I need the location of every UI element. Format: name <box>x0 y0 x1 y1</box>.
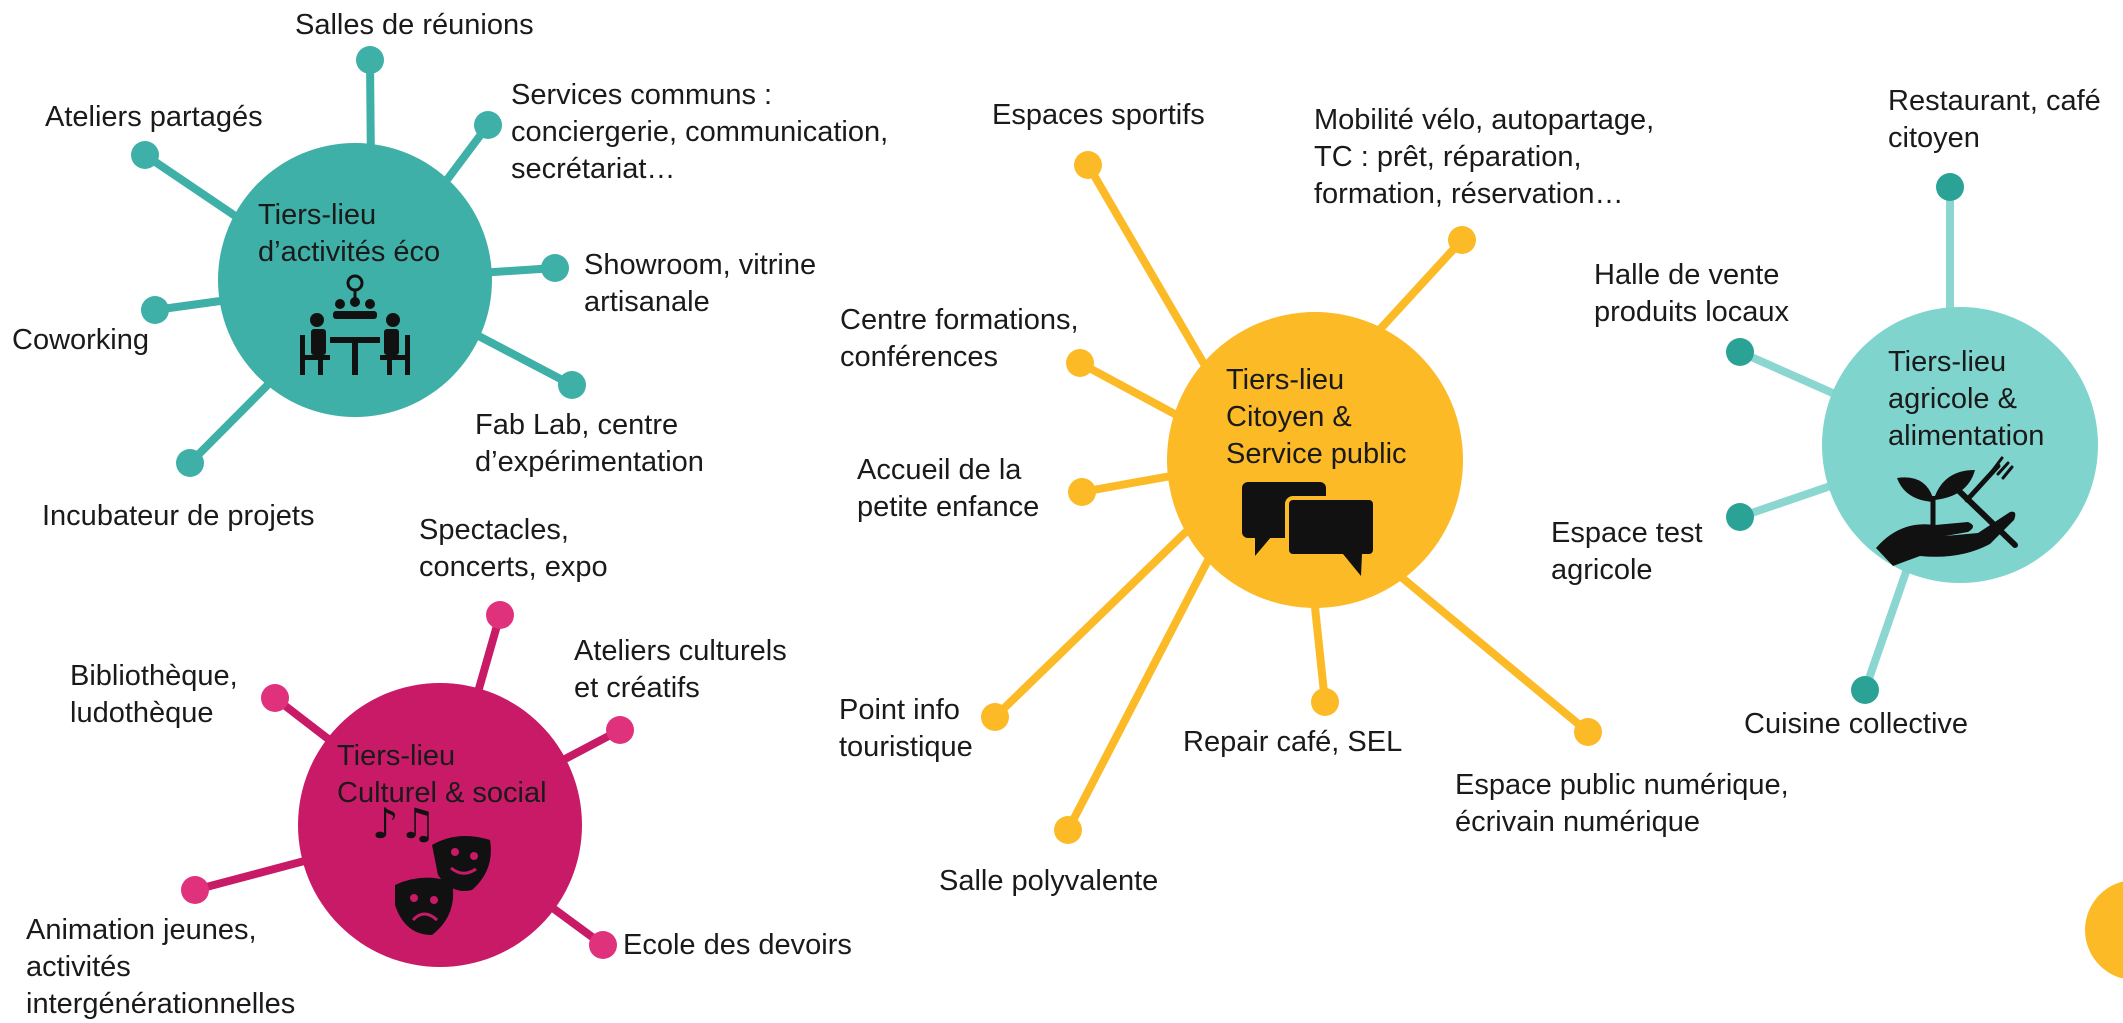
eco-node <box>541 254 569 282</box>
culturel-node <box>589 931 617 959</box>
label-bibliotheque: Bibliothèque, ludothèque <box>70 660 238 729</box>
eco-node <box>131 141 159 169</box>
label-repair-cafe: Repair café, SEL <box>1183 726 1403 758</box>
citoyen-hub-circle <box>1167 312 1463 608</box>
label-espace-test: Espace test agricole <box>1551 517 1703 586</box>
agricole-node <box>1726 503 1754 531</box>
eco-node <box>558 371 586 399</box>
label-espace-numerique: Espace public numérique, écrivain numéri… <box>1455 769 1789 838</box>
speech-bubbles-icon <box>1242 482 1377 576</box>
citoyen-node <box>981 703 1009 731</box>
citoyen-hub-title: Tiers-lieu Citoyen & Service public <box>1226 364 1407 470</box>
agricole-nodes <box>1726 173 1964 704</box>
label-ecole-devoirs: Ecole des devoirs <box>623 929 852 961</box>
citoyen-node <box>1074 151 1102 179</box>
culturel-hub-title: Tiers-lieu Culturel & social <box>337 740 547 809</box>
label-fab-lab: Fab Lab, centre d’expérimentation <box>475 409 704 478</box>
hub-agricole <box>1726 173 2098 704</box>
hub-eco <box>131 46 586 477</box>
hub-culturel: ♪♫ <box>181 601 634 967</box>
citoyen-node <box>1311 688 1339 716</box>
agricole-hub-title: Tiers-lieu agricole & alimentation <box>1888 346 2045 452</box>
label-showroom: Showroom, vitrine artisanale <box>584 249 817 318</box>
label-espaces-sportifs: Espaces sportifs <box>992 99 1205 131</box>
music-theatre-masks-icon: ♪♫ <box>372 799 491 935</box>
citoyen-node <box>1068 478 1096 506</box>
eco-nodes <box>131 46 586 477</box>
citoyen-node <box>1574 718 1602 746</box>
eco-node <box>356 46 384 74</box>
culturel-hub-circle <box>298 683 582 967</box>
label-animation-jeunes: Animation jeunes, activités intergénérat… <box>26 914 296 1020</box>
label-point-info: Point info touristique <box>839 694 973 763</box>
label-ateliers-culturels: Ateliers culturels et créatifs <box>574 635 787 704</box>
eco-hub-circle <box>218 143 492 417</box>
meeting-table-icon <box>300 274 410 375</box>
label-services-communs: Services communs : conciergerie, communi… <box>511 79 889 185</box>
eco-hub-title: Tiers-lieu d’activités éco <box>258 199 441 268</box>
label-halle-vente: Halle de vente produits locaux <box>1594 259 1790 328</box>
partial-hub-circle <box>2085 881 2123 979</box>
label-salles-reunions: Salles de réunions <box>295 9 534 41</box>
culturel-node <box>486 601 514 629</box>
agricole-hub-circle <box>1822 307 2098 583</box>
culturel-nodes <box>181 601 634 959</box>
agricole-node <box>1726 338 1754 366</box>
label-mobilite-velo: Mobilité vélo, autopartage, TC : prêt, r… <box>1314 104 1655 210</box>
agricole-node <box>1851 676 1879 704</box>
label-accueil-enfance: Accueil de la petite enfance <box>857 454 1040 523</box>
label-coworking: Coworking <box>12 324 149 356</box>
svg-text:♪♫: ♪♫ <box>372 799 436 848</box>
citoyen-node <box>1066 349 1094 377</box>
culturel-node <box>606 716 634 744</box>
citoyen-node <box>1054 816 1082 844</box>
label-restaurant: Restaurant, café citoyen <box>1888 85 2101 154</box>
agricole-node <box>1936 173 1964 201</box>
culturel-node <box>181 876 209 904</box>
label-incubateur: Incubateur de projets <box>42 500 315 532</box>
label-ateliers-partages: Ateliers partagés <box>45 101 263 133</box>
hub-citoyen <box>981 151 1602 844</box>
citoyen-node <box>1448 226 1476 254</box>
citoyen-nodes <box>981 151 1602 844</box>
plant-hand-fork-knife-icon <box>1876 456 2018 566</box>
culturel-node <box>261 684 289 712</box>
label-spectacles: Spectacles, concerts, expo <box>419 514 608 583</box>
label-salle-polyvalente: Salle polyvalente <box>939 865 1159 897</box>
label-cuisine-collective: Cuisine collective <box>1744 708 1969 740</box>
eco-node <box>141 296 169 324</box>
label-centre-formations: Centre formations, conférences <box>840 304 1079 373</box>
eco-node <box>176 449 204 477</box>
eco-node <box>474 111 502 139</box>
